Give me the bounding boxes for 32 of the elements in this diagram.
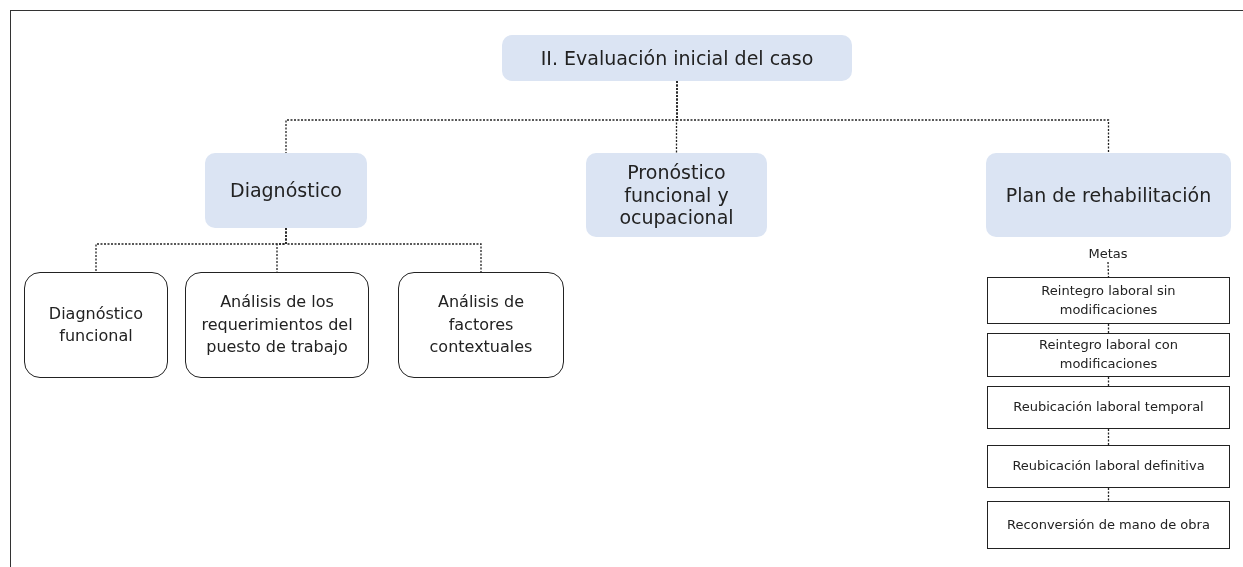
node-text: Diagnóstico (230, 179, 342, 202)
goal-box (987, 386, 1230, 429)
connector-line (1107, 487, 1110, 502)
connector-line (1107, 261, 1110, 278)
node-text: Reintegro laboral con modificaciones (1038, 336, 1179, 373)
connector-line (1107, 376, 1110, 387)
process-box (185, 272, 369, 378)
goal-box (987, 277, 1230, 324)
process-box (398, 272, 564, 378)
process-box (24, 272, 168, 378)
header-box (986, 153, 1231, 237)
node-text: Análisis de factores contextuales (428, 291, 534, 359)
node-text: Reubicación laboral definitiva (1012, 457, 1205, 476)
connector-line (1107, 323, 1110, 334)
node-text: Pronóstico funcional y ocupacional (618, 160, 735, 230)
node-text: Reintegro laboral sin modificaciones (1040, 281, 1177, 319)
node-text: Diagnóstico funcional (47, 302, 145, 347)
node-text: Reconversión de mano de obra (1007, 515, 1210, 534)
goal-box (987, 445, 1230, 488)
goal-box (987, 333, 1230, 377)
metas-label: Metas (1088, 245, 1128, 261)
connector-line (676, 80, 1110, 154)
node-text: Reubicación laboral temporal (1013, 398, 1204, 417)
node-text: Análisis de los requerimientos del puesto de trabajo (200, 291, 354, 359)
goal-box (987, 501, 1230, 549)
connector-line (285, 227, 482, 273)
node-text: II. Evaluación inicial del caso (540, 46, 814, 70)
header-box (205, 153, 367, 228)
header-box (586, 153, 767, 237)
header-box (502, 35, 852, 81)
connector-line (1107, 428, 1110, 446)
node-text: Plan de rehabilitación (1005, 183, 1212, 207)
